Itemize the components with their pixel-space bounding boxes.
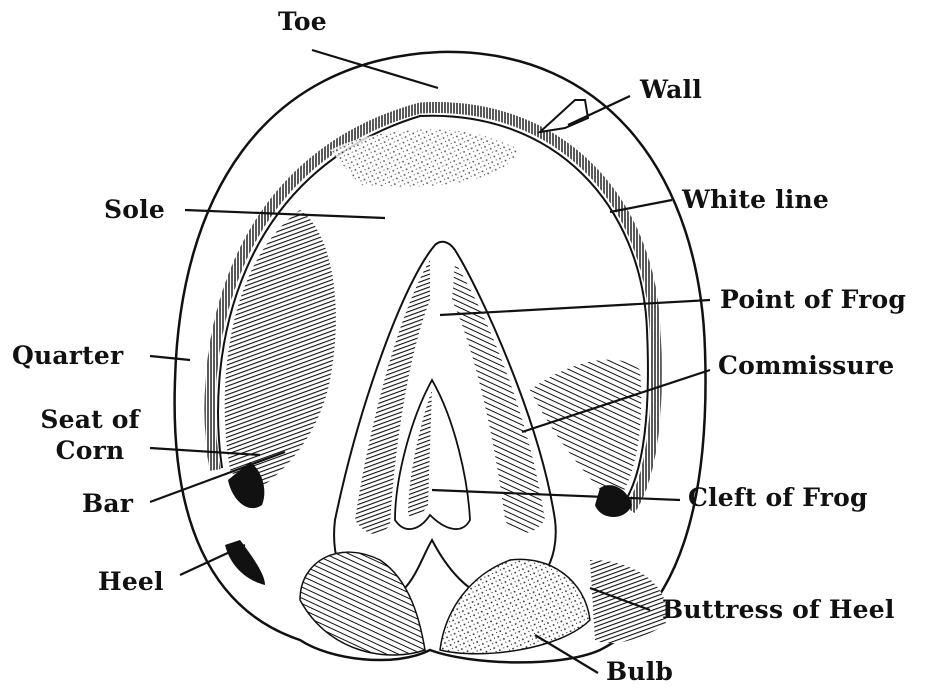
label-sole: Sole [104,194,165,225]
label-white-line: White line [682,184,829,215]
label-commissure: Commissure [718,350,894,381]
label-seat-of-corn-line1: Seat of [30,404,150,435]
label-wall: Wall [640,74,702,105]
label-quarter: Quarter [12,340,123,371]
label-buttress-of-heel: Buttress of Heel [662,594,895,625]
label-bulb: Bulb [606,656,673,687]
label-seat-of-corn: Seat of Corn [30,404,150,466]
label-toe: Toe [278,6,327,37]
label-heel: Heel [98,566,164,597]
label-bar: Bar [82,488,133,519]
label-seat-of-corn-line2: Corn [30,435,150,466]
label-point-of-frog: Point of Frog [720,284,906,315]
label-cleft-of-frog: Cleft of Frog [688,482,868,513]
